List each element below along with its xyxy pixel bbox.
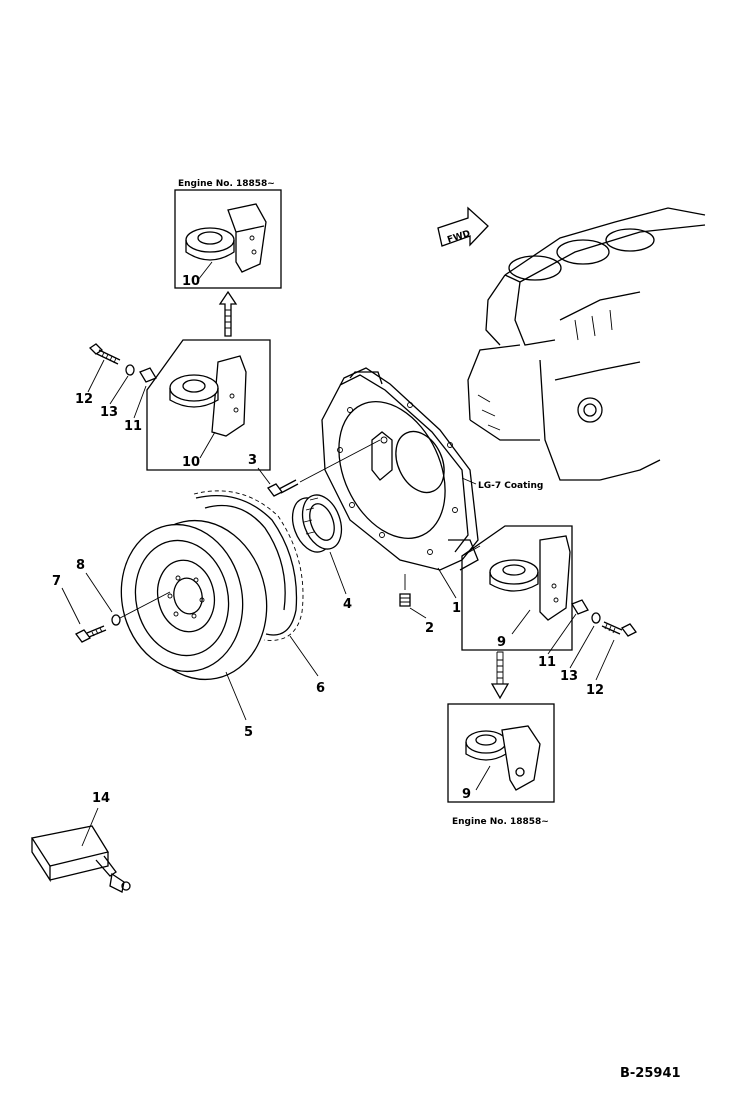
flywheel-housing: 1 LG-7 Coating bbox=[321, 367, 543, 616]
callout-5: 5 bbox=[244, 725, 253, 740]
bracket-9-group: 9 11 13 12 bbox=[461, 525, 637, 698]
callout-13-right: 13 bbox=[560, 669, 578, 684]
callout-1: 1 bbox=[452, 601, 461, 616]
arrow-down-icon bbox=[490, 651, 510, 700]
bolt-7-washer-8: 7 8 bbox=[52, 558, 171, 643]
fwd-label: FWD bbox=[446, 229, 471, 246]
callout-11-right: 11 bbox=[538, 655, 556, 670]
arrow-up-icon bbox=[218, 290, 238, 337]
bolt-3: 3 bbox=[248, 439, 381, 497]
coating-note: LG-7 Coating bbox=[478, 481, 543, 491]
figure-reference: B-25941 bbox=[620, 1066, 681, 1081]
ring-gear-6: 6 bbox=[193, 490, 325, 696]
forward-arrow-icon: FWD bbox=[437, 206, 489, 247]
callout-9: 9 bbox=[497, 635, 506, 650]
engine-number-note-bottom: Engine No. 18858~ bbox=[452, 817, 549, 827]
callout-12: 12 bbox=[75, 392, 93, 407]
callout-6: 6 bbox=[316, 681, 325, 696]
callout-3: 3 bbox=[248, 453, 257, 468]
oil-seal-4: 4 bbox=[291, 494, 352, 612]
callout-8: 8 bbox=[76, 558, 85, 573]
tool-14: 14 bbox=[30, 791, 131, 893]
inset-box-bottom: 9 Engine No. 18858~ bbox=[447, 703, 555, 827]
bracket-10-group: 10 12 13 11 bbox=[75, 339, 271, 471]
callout-11: 11 bbox=[124, 419, 142, 434]
engine-number-note-top: Engine No. 18858~ bbox=[178, 179, 275, 189]
flywheel-5: 5 bbox=[120, 519, 268, 740]
callout-10: 10 bbox=[182, 455, 200, 470]
callout-10-top: 10 bbox=[182, 274, 200, 289]
callout-4: 4 bbox=[343, 597, 352, 612]
engine-block bbox=[467, 207, 706, 481]
callout-2: 2 bbox=[425, 621, 434, 636]
callout-12-right: 12 bbox=[586, 683, 604, 698]
inset-box-top: Engine No. 18858~ 10 bbox=[174, 179, 282, 289]
callout-13: 13 bbox=[100, 405, 118, 420]
plug-2: 2 bbox=[399, 574, 434, 636]
callout-14: 14 bbox=[92, 791, 110, 806]
callout-9-inset: 9 bbox=[462, 787, 471, 802]
callout-7: 7 bbox=[52, 574, 61, 589]
